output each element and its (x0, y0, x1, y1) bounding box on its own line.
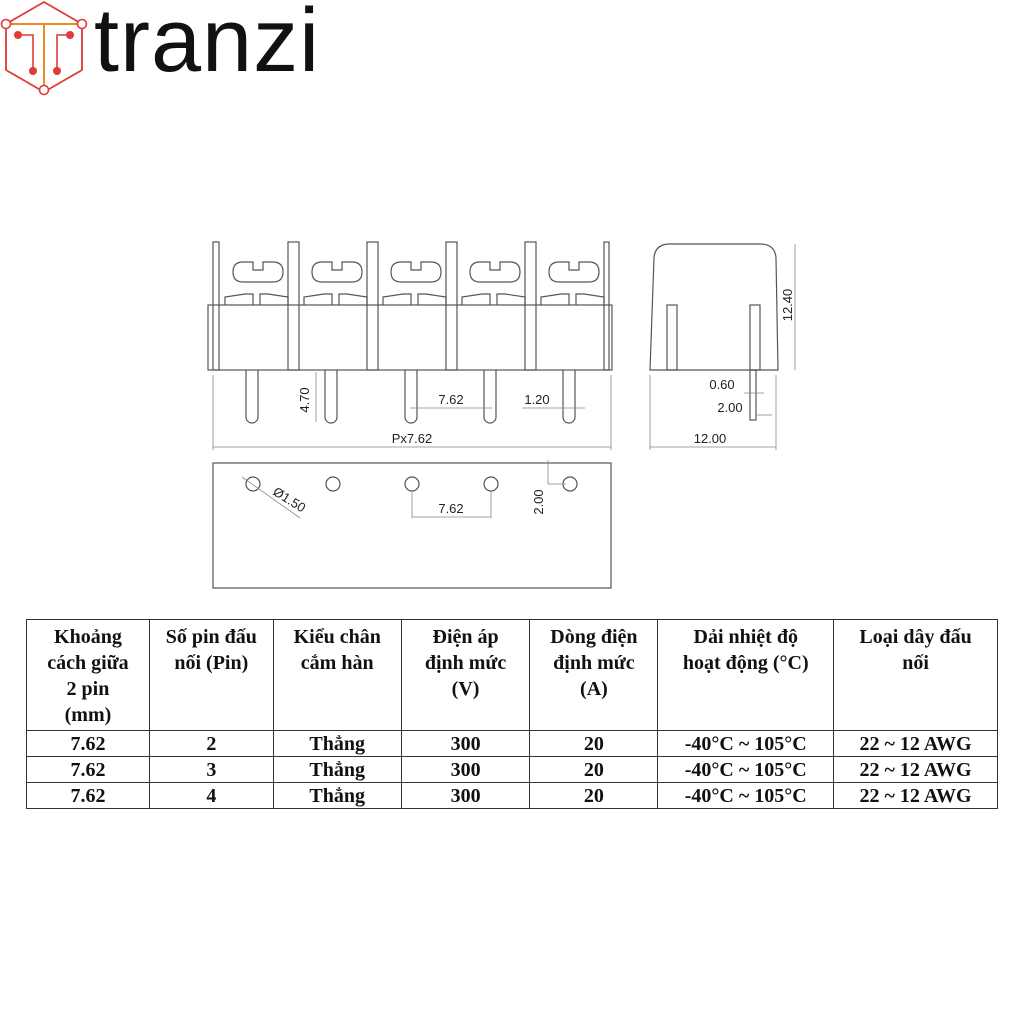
header-pin-count: Số pin đấu nối (Pin) (148, 619, 274, 731)
cell-rated-voltage: 300 (400, 756, 531, 783)
header-pitch: Khoảng cách giữa 2 pin (mm) (26, 619, 150, 731)
header-rated-current: Dòng điện định mức (A) (529, 619, 659, 731)
side-dimensions (649, 244, 796, 450)
cell-pin-type: Thẳng (272, 782, 402, 809)
header-pin-type: Kiểu chân cắm hàn (272, 619, 402, 731)
footprint-view (212, 462, 612, 589)
cell-pitch: 7.62 (26, 730, 150, 757)
cell-temperature-range: -40°C ~ 105°C (657, 782, 835, 809)
dim-pin-offset: 2.00 (717, 400, 742, 415)
cell-temperature-range: -40°C ~ 105°C (657, 756, 835, 783)
spec-table: Khoảng cách giữa 2 pin (mm) Số pin đấu n… (26, 619, 998, 809)
table-row: 7.62 3 Thẳng 300 20 -40°C ~ 105°C 22 ~ 1… (26, 756, 998, 783)
cell-temperature-range: -40°C ~ 105°C (657, 730, 835, 757)
brand-logo: tranzi (0, 0, 330, 105)
cell-pitch: 7.62 (26, 756, 150, 783)
cell-rated-voltage: 300 (400, 782, 531, 809)
dim-height: 12.40 (780, 289, 795, 322)
dim-footprint-pitch: 7.62 (438, 501, 463, 516)
brand-name: tranzi (94, 0, 321, 91)
header-rated-voltage: Điện áp định mức (V) (400, 619, 531, 731)
header-wire-gauge: Loại dây đấu nối (833, 619, 998, 731)
cell-wire-gauge: 22 ~ 12 AWG (833, 730, 998, 757)
dim-edge-offset: 2.00 (531, 489, 546, 514)
cell-rated-current: 20 (529, 756, 659, 783)
cell-pin-count: 3 (148, 756, 274, 783)
table-row: 7.62 4 Thẳng 300 20 -40°C ~ 105°C 22 ~ 1… (26, 782, 998, 809)
front-dimensions (212, 372, 612, 450)
table-row: 7.62 2 Thẳng 300 20 -40°C ~ 105°C 22 ~ 1… (26, 730, 998, 757)
circuit-hexagon-T-icon (0, 0, 88, 96)
dim-overall-length: Px7.62 (392, 431, 432, 446)
table-header-row: Khoảng cách giữa 2 pin (mm) Số pin đấu n… (26, 619, 998, 731)
footprint-dimensions (241, 460, 566, 519)
cell-pin-count: 2 (148, 730, 274, 757)
cell-rated-current: 20 (529, 782, 659, 809)
cell-pin-type: Thẳng (272, 730, 402, 757)
cell-pitch: 7.62 (26, 782, 150, 809)
side-view (649, 243, 779, 421)
cell-wire-gauge: 22 ~ 12 AWG (833, 782, 998, 809)
dim-pin-thickness: 0.60 (709, 377, 734, 392)
dim-width: 12.00 (694, 431, 727, 446)
dim-pin-length: 4.70 (297, 387, 312, 412)
header-temperature-range: Dải nhiệt độ hoạt động (°C) (657, 619, 835, 731)
dim-pitch: 7.62 (438, 392, 463, 407)
cell-pin-type: Thẳng (272, 756, 402, 783)
cell-wire-gauge: 22 ~ 12 AWG (833, 756, 998, 783)
cell-pin-count: 4 (148, 782, 274, 809)
cell-rated-current: 20 (529, 730, 659, 757)
screw-head-icon (224, 261, 289, 305)
technical-drawing: 4.70 7.62 1.20 Px7.62 12.40 0.60 2.00 12… (207, 241, 796, 589)
cell-rated-voltage: 300 (400, 730, 531, 757)
front-view (207, 241, 613, 424)
dim-pin-width: 1.20 (524, 392, 549, 407)
